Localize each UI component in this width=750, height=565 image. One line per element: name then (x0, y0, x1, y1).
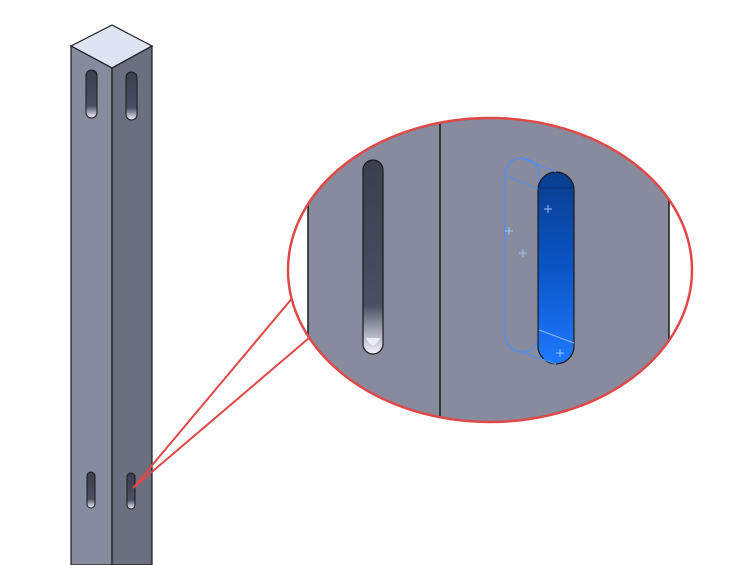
square-post[interactable] (69, 24, 154, 565)
selection-markers (505, 205, 564, 357)
callout-line-upper (132, 295, 295, 489)
zoom-slot-selected[interactable] (504, 157, 575, 365)
callout-line-lower (132, 337, 310, 489)
zoom-outline (286, 116, 694, 424)
post-front-face[interactable] (70, 44, 113, 565)
zoom-detail (286, 116, 694, 424)
zoom-slot-front[interactable] (362, 159, 384, 355)
lower-slot-side[interactable] (126, 472, 136, 510)
slot-selected-wall[interactable] (537, 171, 575, 365)
post-side-face[interactable] (111, 44, 153, 565)
callout-lines (132, 295, 310, 489)
lower-slot-front[interactable] (86, 471, 96, 509)
upper-slot-front[interactable] (85, 69, 98, 119)
upper-slot-side[interactable] (125, 71, 138, 121)
